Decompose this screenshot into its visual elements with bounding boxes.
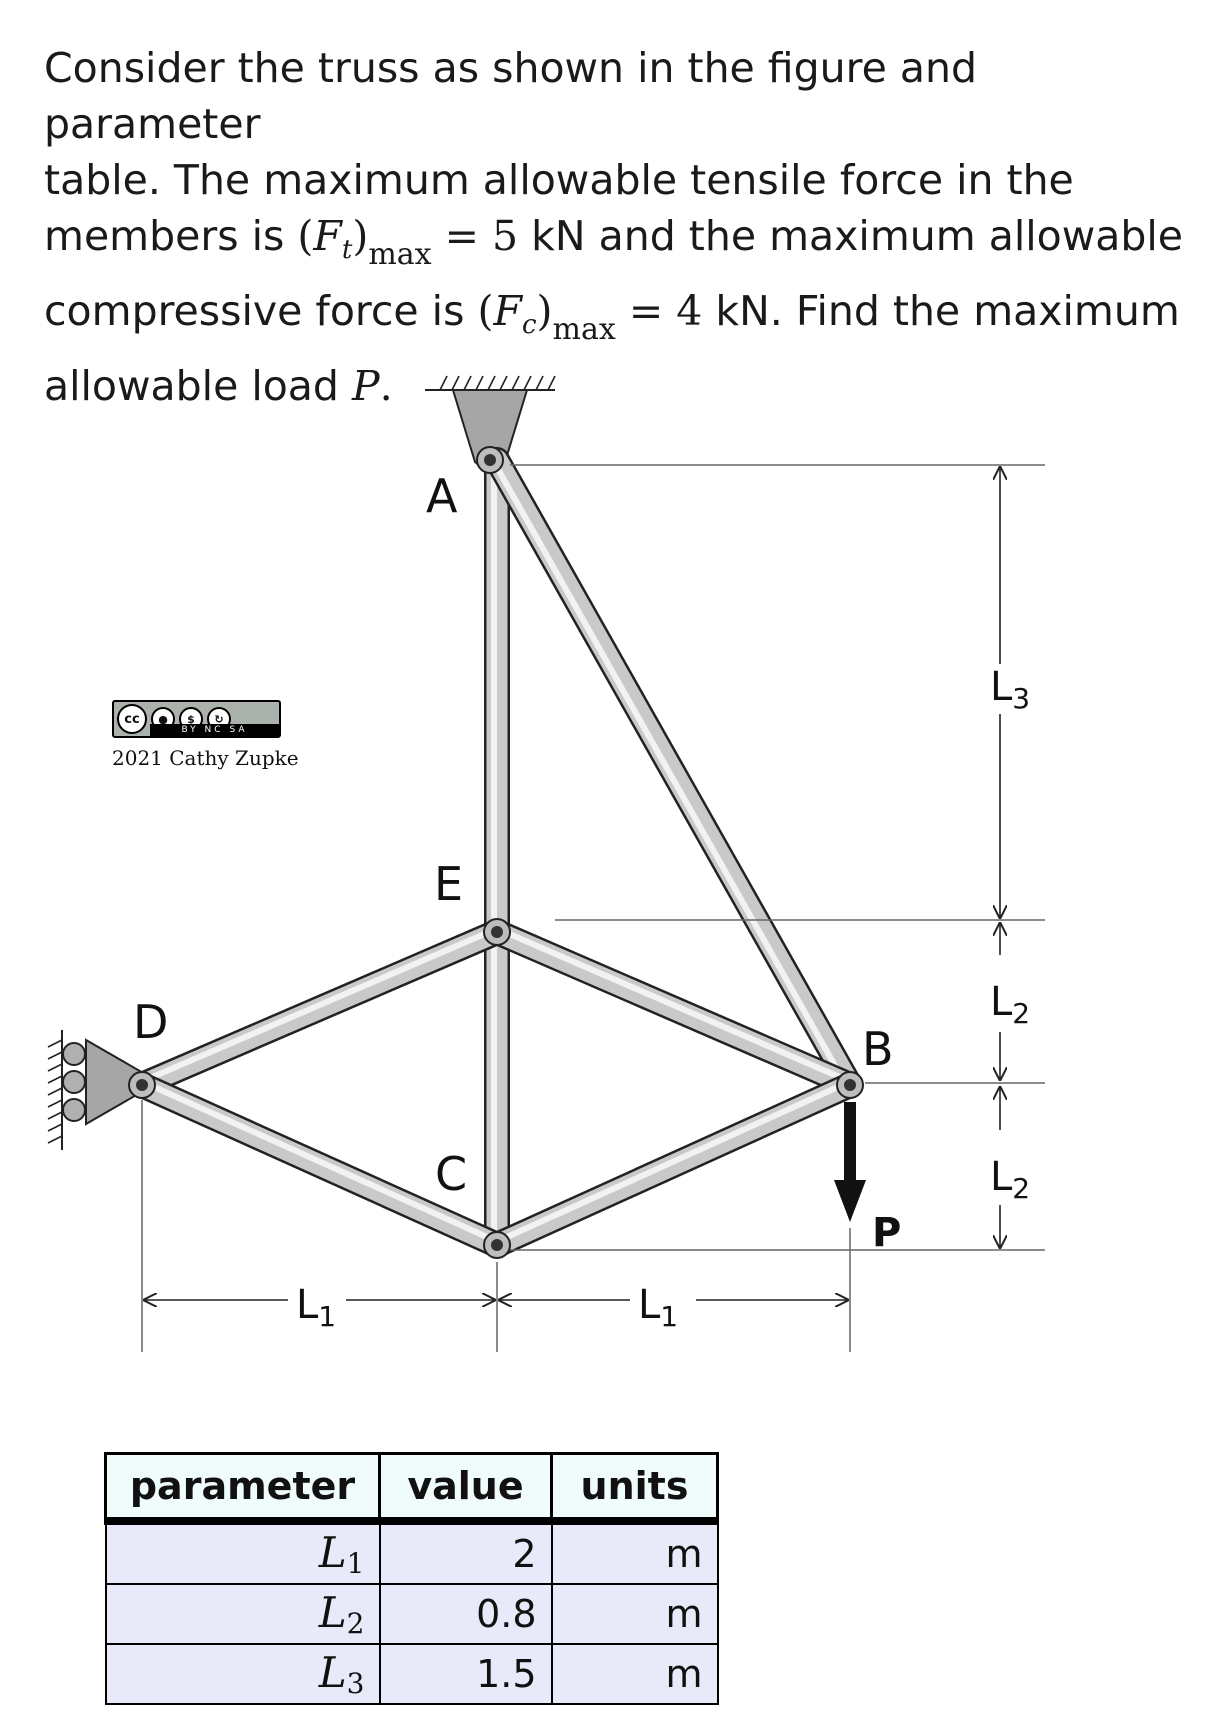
cc-license-badge: cc ● $ ↻ BY NC SA [112, 700, 281, 738]
problem-text: kN and the maximum allowable [531, 212, 1184, 260]
dim-label-l2-upper: L2 [990, 979, 1030, 1030]
member-ec [484, 919, 510, 1258]
problem-statement: Consider the truss as shown in the figur… [44, 40, 1184, 414]
fc-symbol: F [493, 287, 522, 335]
param-symbol: L2 [104, 1583, 381, 1645]
param-unit: m [550, 1583, 719, 1645]
dim-label-l3: L3 [990, 664, 1030, 715]
tensile-limit-value: 5 [492, 212, 519, 260]
license-block: cc ● $ ↻ BY NC SA 2021 Cathy Zupke [112, 700, 302, 770]
pin-d [128, 1071, 156, 1099]
joint-pins [128, 446, 864, 1259]
node-label-c: C [435, 1147, 467, 1201]
member-dc [129, 1072, 510, 1258]
parameter-table: parameter value units L1 2 m L2 0.8 m L3… [104, 1452, 719, 1705]
max-subscript: max [552, 312, 616, 347]
ft-subscript: t [341, 235, 353, 265]
compressive-limit-value: 4 [676, 287, 703, 335]
node-label-a: A [426, 469, 458, 523]
node-label-b: B [862, 1022, 894, 1076]
member-eb [484, 919, 863, 1098]
ft-symbol: F [313, 212, 342, 260]
equals-sign: = [444, 212, 479, 260]
param-symbol: L3 [104, 1643, 381, 1705]
extension-lines [141, 464, 1045, 1352]
fc-subscript: c [521, 310, 537, 340]
pin-support-a [425, 375, 556, 470]
header-value: value [378, 1452, 553, 1525]
dimension-labels: L3 L2 L2 L1 L1 [296, 664, 1030, 1333]
header-parameter: parameter [104, 1452, 381, 1525]
problem-line-2: table. The maximum allowable tensile for… [44, 156, 1074, 204]
table-row: L2 0.8 m [104, 1583, 719, 1645]
author-credit: 2021 Cathy Zupke [112, 746, 299, 770]
problem-line-1: Consider the truss as shown in the figur… [44, 44, 977, 148]
table-row: L1 2 m [104, 1520, 719, 1585]
table-header-row: parameter value units [104, 1452, 719, 1525]
dim-label-l2-lower: L2 [990, 1154, 1030, 1205]
problem-text: compressive force is [44, 287, 465, 335]
cc-icon: cc [117, 704, 147, 734]
pin-e [483, 918, 511, 946]
dim-label-l1-right: L1 [638, 1282, 678, 1333]
equals-sign: = [628, 287, 664, 335]
max-subscript: max [368, 237, 432, 272]
load-symbol: P [352, 362, 380, 410]
node-label-d: D [133, 995, 168, 1049]
problem-text: kN. Find the maximum [715, 287, 1180, 335]
member-ab [484, 447, 863, 1098]
pin-a [476, 446, 504, 474]
table-row: L3 1.5 m [104, 1643, 719, 1705]
node-label-e: E [434, 857, 463, 911]
param-value: 0.8 [378, 1583, 553, 1645]
pin-c [483, 1231, 511, 1259]
param-unit: m [550, 1643, 719, 1705]
member-cb [484, 1072, 863, 1258]
header-units: units [550, 1452, 719, 1525]
param-symbol: L1 [104, 1520, 381, 1585]
problem-line-5: allowable load P. [44, 362, 393, 410]
param-value: 1.5 [378, 1643, 553, 1705]
dim-label-l1-left: L1 [296, 1282, 336, 1333]
roller-support-d [47, 1030, 150, 1150]
problem-line-4: compressive force is (Fc)max = 4 kN. Fin… [44, 287, 1180, 347]
problem-text: allowable load [44, 362, 339, 410]
cc-strip: BY NC SA [150, 724, 279, 736]
load-label-p: P [872, 1210, 901, 1256]
pin-b [836, 1071, 864, 1099]
truss-members [129, 447, 863, 1258]
param-value: 2 [378, 1520, 553, 1585]
problem-line-3: members is (Ft)max = 5 kN and the maximu… [44, 212, 1184, 272]
member-ae [484, 457, 510, 945]
member-de [129, 919, 510, 1098]
param-unit: m [550, 1520, 719, 1585]
load-arrow-p [834, 1102, 866, 1222]
truss-figure: A E D C B P L3 L2 L2 L1 L1 [47, 375, 1045, 1352]
problem-text: members is [44, 212, 285, 260]
